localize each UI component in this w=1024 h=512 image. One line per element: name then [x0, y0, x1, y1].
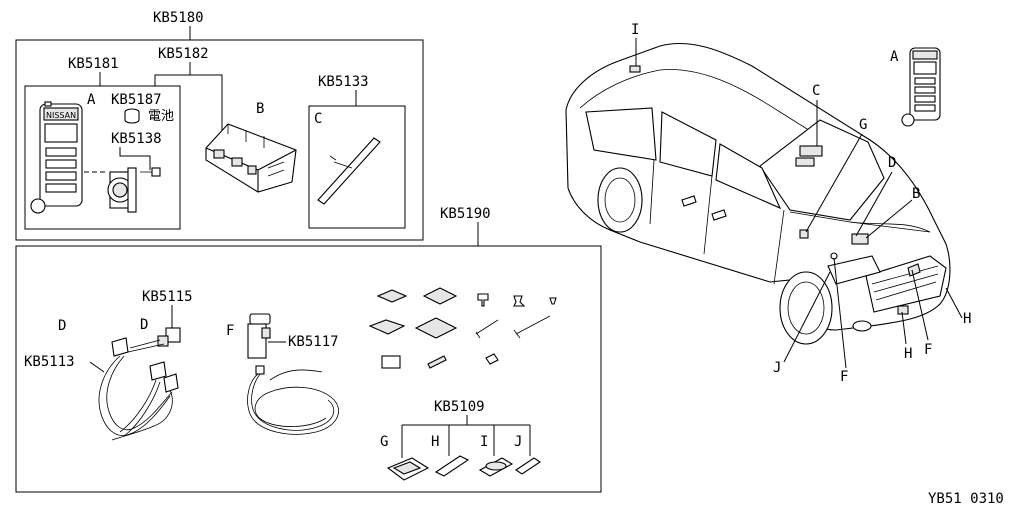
key-fob-a: NISSAN	[30, 101, 83, 214]
letter-j-emblem: J	[514, 434, 522, 450]
leader-kb5182	[154, 74, 223, 130]
car-letter-c: C	[812, 83, 820, 99]
car-letter-d: D	[888, 155, 896, 171]
emblem-set	[386, 455, 541, 481]
group-box-kb5180	[15, 39, 424, 241]
group-box-kb5133	[308, 105, 406, 229]
car-leader-f-right	[911, 269, 929, 341]
car-letter-g: G	[859, 117, 867, 133]
key-fob-a-right	[901, 47, 941, 127]
control-unit-part	[205, 123, 297, 193]
label-kb5181: KB5181	[68, 56, 119, 72]
label-kb5190: KB5190	[440, 206, 491, 222]
car-leader-b	[865, 199, 913, 239]
letter-a-kit: A	[87, 92, 96, 108]
clip-pad-set	[368, 287, 557, 369]
battery-label: 電池	[148, 109, 174, 124]
letter-d-connector: D	[140, 317, 148, 333]
car-letter-f-left: F	[840, 369, 848, 385]
car-letter-b: B	[912, 186, 920, 202]
group-box-kb5181	[24, 85, 181, 230]
car-leader-f-left	[833, 257, 847, 369]
battery-part	[124, 108, 140, 124]
vehicle-illustration	[565, 42, 951, 345]
label-kb5180: KB5180	[153, 10, 204, 26]
letter-h-emblem: H	[431, 434, 439, 450]
label-kb5113: KB5113	[24, 354, 75, 370]
car-letter-i: I	[631, 22, 639, 38]
switch-cable-part	[247, 313, 339, 435]
car-leader-h-right	[945, 287, 963, 319]
car-leader-j	[783, 271, 831, 363]
label-kb5117: KB5117	[288, 334, 339, 350]
letter-d-harness: D	[58, 318, 66, 334]
key-holder-part	[107, 167, 161, 213]
leader-kb5113	[89, 361, 105, 373]
fob-brand-text: NISSAN	[46, 111, 76, 120]
letter-c-antenna: C	[314, 111, 322, 127]
label-kb5115: KB5115	[142, 289, 193, 305]
car-leader-h-left	[901, 311, 907, 345]
car-letter-j: J	[773, 360, 781, 376]
letter-f-switch: F	[226, 323, 234, 339]
label-kb5138: KB5138	[111, 131, 162, 147]
label-kb5133: KB5133	[318, 74, 369, 90]
car-leader-g	[805, 133, 863, 233]
label-kb5187: KB5187	[111, 92, 162, 108]
car-letter-h-right: H	[963, 311, 971, 327]
leader-kb5138	[119, 147, 151, 170]
car-leader-d	[855, 171, 893, 237]
label-kb5182: KB5182	[158, 46, 209, 62]
wire-harness-part	[98, 327, 181, 441]
diagram-code: YB51 0310	[928, 491, 1004, 507]
car-letter-f-right: F	[924, 342, 932, 358]
car-letter-h-left: H	[904, 346, 912, 362]
letter-b-unit: B	[256, 101, 264, 117]
letter-i-emblem: I	[480, 434, 488, 450]
car-letter-a: A	[890, 49, 899, 65]
letter-g-emblem: G	[380, 434, 388, 450]
label-kb5109: KB5109	[434, 399, 485, 415]
group-box-kb5190	[15, 245, 602, 493]
antenna-part	[317, 137, 381, 205]
